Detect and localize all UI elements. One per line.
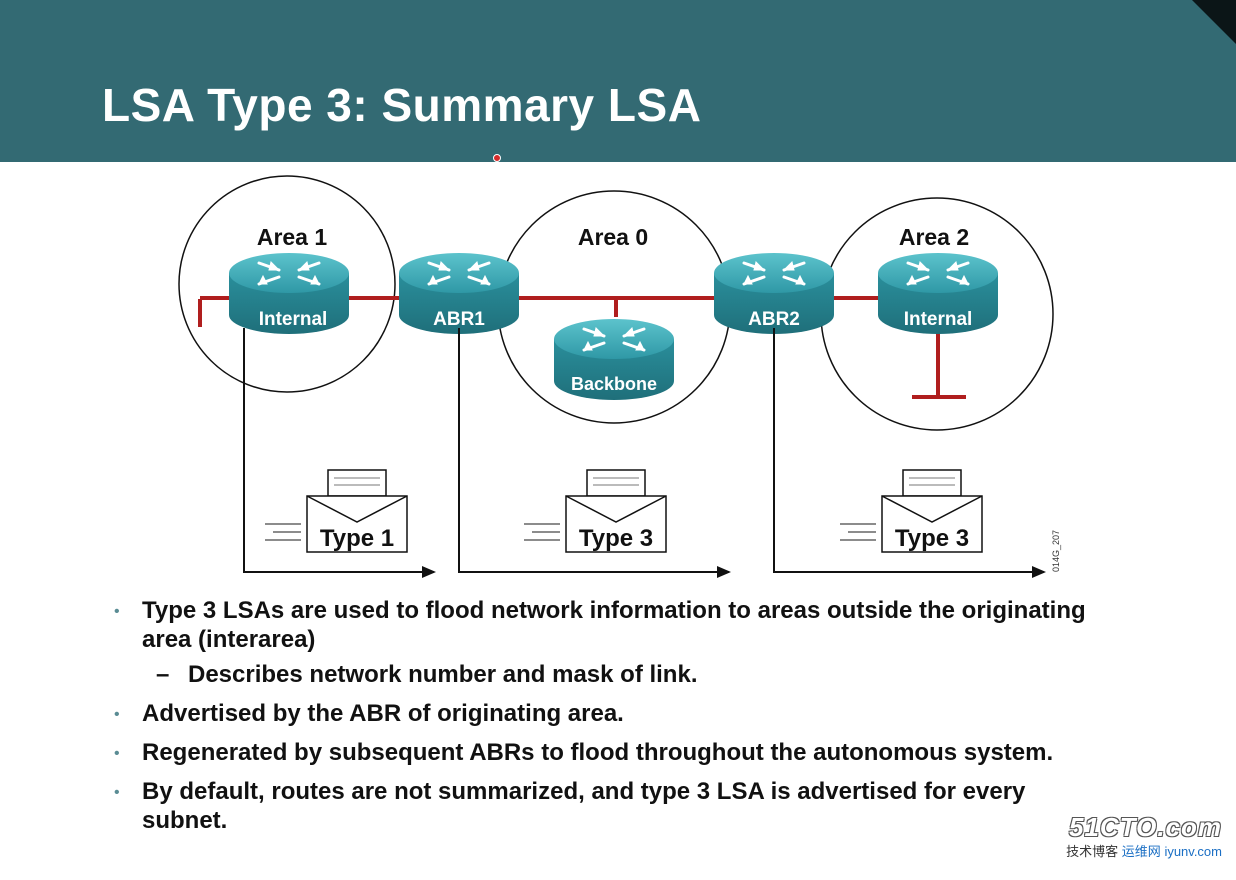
router-internal-2: Internal — [876, 251, 1000, 336]
watermark-left: 技术博客 — [1066, 844, 1119, 859]
watermark-logo: 51CTO.com — [1068, 812, 1222, 842]
router-internal-1: Internal — [227, 251, 351, 336]
router-label-internal-1: Internal — [259, 309, 328, 330]
bullet-item: • Type 3 LSAs are used to flood network … — [108, 596, 1098, 654]
figure-id: 014G_207 — [1051, 530, 1061, 572]
sub-bullet-text: Describes network number and mask of lin… — [188, 661, 698, 688]
router-label-abr1: ABR1 — [433, 309, 485, 330]
watermark-right: 运维网 — [1121, 844, 1161, 859]
bullet-dot-icon: • — [114, 603, 120, 620]
area-1-circle — [178, 175, 396, 393]
bullet-dot-icon: • — [114, 706, 120, 723]
bullet-item: • By default, routes are not summarized,… — [108, 777, 1098, 835]
bullet-dot-icon: • — [114, 784, 120, 801]
router-abr2: ABR2 — [712, 251, 836, 336]
router-abr1: ABR1 — [397, 251, 521, 336]
bullet-text: By default, routes are not summarized, a… — [142, 778, 1026, 834]
ospf-diagram: Internal ABR1 Backbone ABR2 Internal Are… — [178, 175, 1061, 578]
watermark-caption: 技术博客 运维网 iyunv.com — [1066, 841, 1222, 860]
envelope-label-2: Type 3 — [579, 525, 653, 552]
bullet-text: Type 3 LSAs are used to flood network in… — [142, 597, 1086, 653]
red-dot-marker — [493, 154, 501, 162]
bullet-item: • Advertised by the ABR of originating a… — [108, 699, 1098, 728]
router-backbone: Backbone — [552, 317, 676, 402]
watermark-url: iyunv.com — [1164, 844, 1222, 859]
bullet-list: • Type 3 LSAs are used to flood network … — [108, 596, 1098, 845]
bullet-text: Advertised by the ABR of originating are… — [142, 700, 624, 727]
envelope-type-3-b: Type 3 — [840, 469, 983, 553]
slide-header: LSA Type 3: Summary LSA — [0, 0, 1236, 162]
envelope-type-1: Type 1 — [265, 469, 408, 553]
sub-bullet-item: – Describes network number and mask of l… — [108, 660, 1098, 689]
area-0-label: Area 0 — [578, 224, 648, 250]
flood-arrows — [243, 328, 1046, 578]
bullet-item: • Regenerated by subsequent ABRs to floo… — [108, 738, 1098, 767]
bullet-text: Regenerated by subsequent ABRs to flood … — [142, 739, 1054, 766]
router-label-backbone: Backbone — [571, 374, 657, 394]
router-label-abr2: ABR2 — [748, 309, 800, 330]
dash-icon: – — [156, 661, 170, 688]
slide-title: LSA Type 3: Summary LSA — [102, 79, 702, 131]
envelope-label-3: Type 3 — [895, 525, 969, 552]
envelope-label-1: Type 1 — [320, 525, 394, 552]
bullet-dot-icon: • — [114, 745, 120, 762]
header-corner — [1192, 0, 1236, 44]
area-2-label: Area 2 — [899, 224, 969, 250]
site-watermark: 51CTO.com 技术博客 运维网 iyunv.com — [1066, 812, 1222, 860]
area-1-label: Area 1 — [257, 224, 328, 250]
router-label-internal-2: Internal — [904, 309, 973, 330]
envelope-type-3-a: Type 3 — [524, 469, 667, 553]
